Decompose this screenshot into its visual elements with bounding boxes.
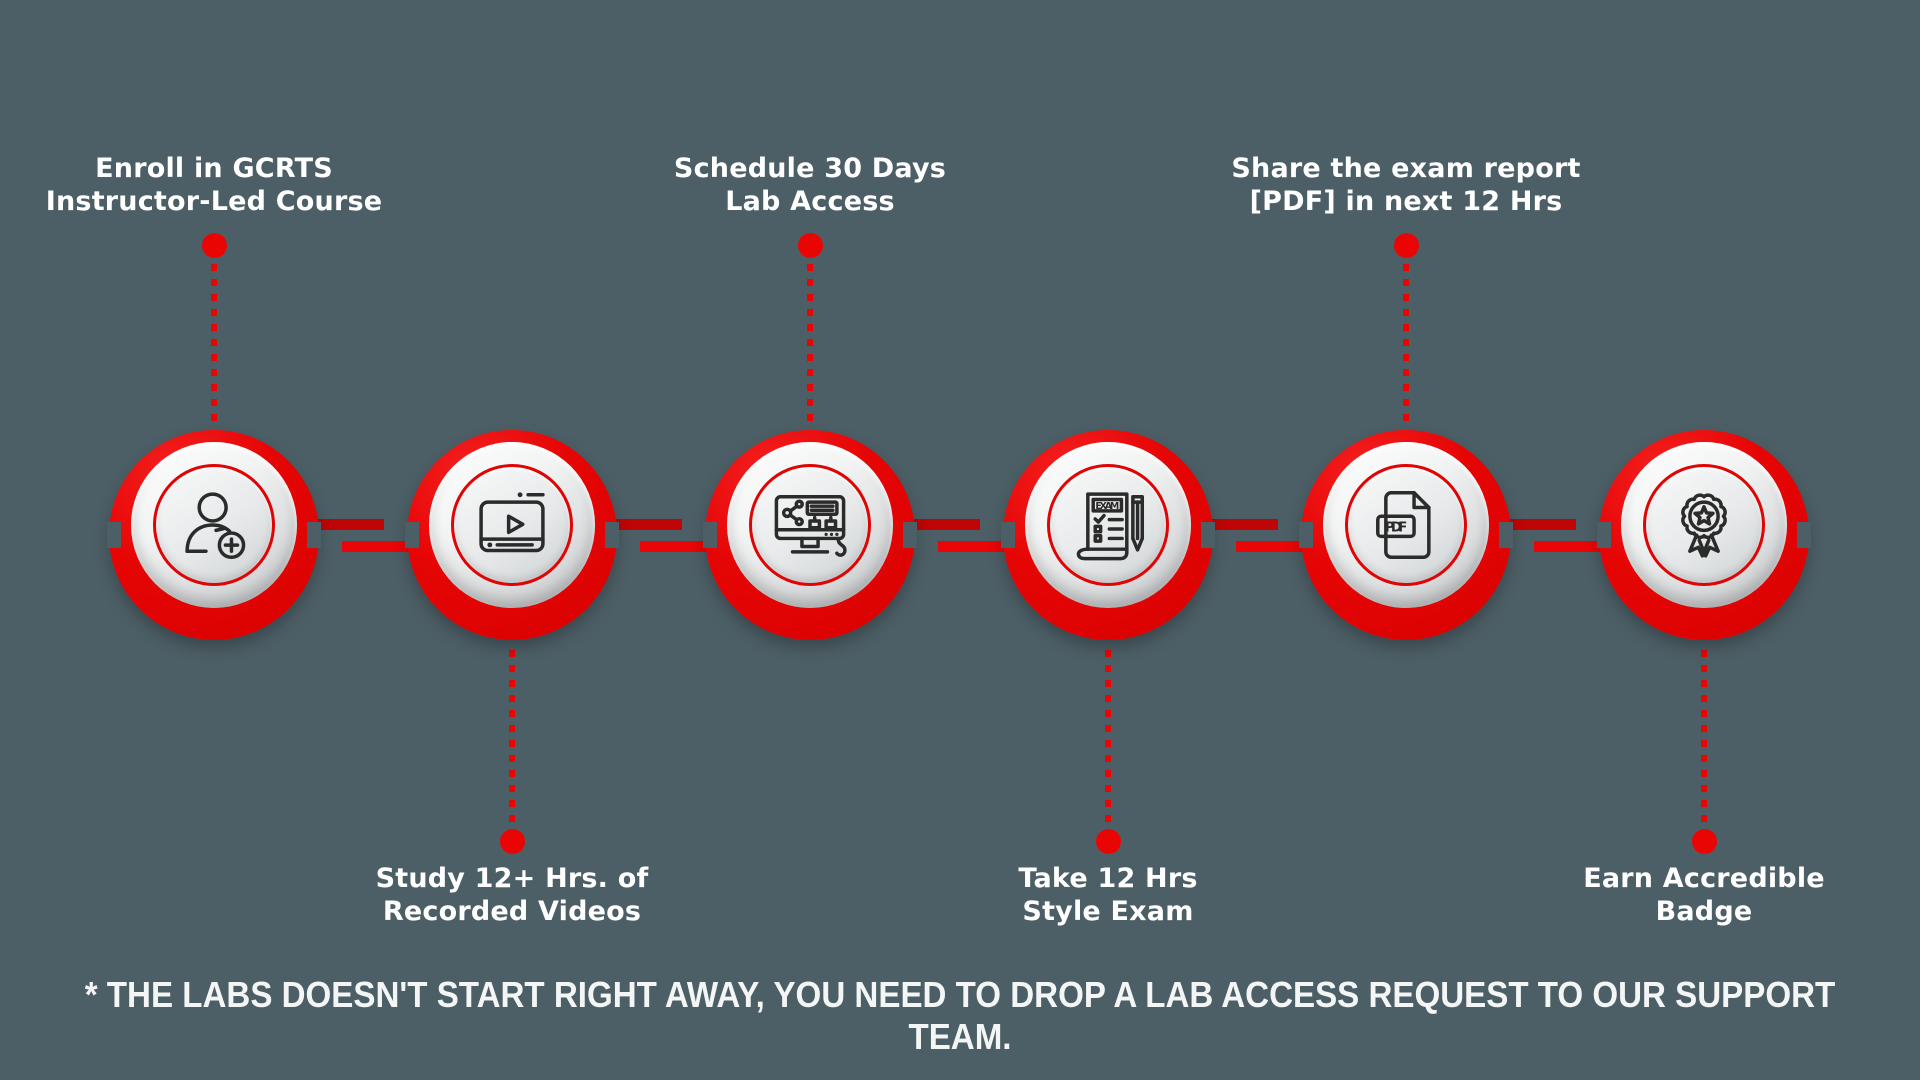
step-2-label: Study 12+ Hrs. of Recorded Videos xyxy=(292,862,732,944)
inner-disc xyxy=(1643,464,1765,586)
exam-icon-text: EXAM xyxy=(1095,501,1119,512)
step-4-label: Take 12 Hrs Style Exam xyxy=(888,862,1328,944)
dotted-connector xyxy=(807,264,813,424)
video-player-icon xyxy=(469,482,555,568)
step-label-line: Enroll in GCRTS xyxy=(95,153,333,184)
connector-bar xyxy=(938,541,1006,552)
award-badge-icon xyxy=(1661,482,1747,568)
step-1-label: Enroll in GCRTS Instructor-Led Course xyxy=(0,136,434,218)
step-label-line: Recorded Videos xyxy=(382,896,642,927)
lab-computer-icon xyxy=(767,482,853,568)
inner-disc xyxy=(451,464,573,586)
lab-access-footnote: * THE LABS DOESN'T START RIGHT AWAY, YOU… xyxy=(84,974,1836,1057)
step-label-line: Style Exam xyxy=(1022,896,1194,927)
step-6-label: Earn Accredible Badge xyxy=(1484,862,1920,944)
pdf-icon-text: PDF xyxy=(1385,520,1408,535)
connector-dot xyxy=(1394,233,1419,258)
inner-disc xyxy=(153,464,275,586)
connector-dot xyxy=(798,233,823,258)
ring-notch xyxy=(1299,522,1313,548)
dotted-connector xyxy=(509,650,515,822)
connector-bar xyxy=(612,519,682,530)
connector-dot xyxy=(500,829,525,854)
step-label-line: Share the exam report xyxy=(1231,153,1581,184)
step-label-line: Schedule 30 Days xyxy=(673,153,947,184)
ring-notch xyxy=(1597,522,1611,548)
inner-disc xyxy=(1345,464,1467,586)
step-3-label: Schedule 30 Days Lab Access xyxy=(590,136,1030,218)
ring-notch xyxy=(605,522,619,548)
connector-dot xyxy=(1692,829,1717,854)
step-6-circle xyxy=(1597,430,1811,640)
dotted-connector xyxy=(211,264,217,424)
connector-bar xyxy=(1236,541,1304,552)
dotted-connector xyxy=(1105,650,1111,822)
ring-notch xyxy=(107,522,121,548)
inner-disc xyxy=(1047,464,1169,586)
connector-bar xyxy=(640,541,708,552)
step-label-line: Lab Access xyxy=(725,186,895,217)
step-label-line: Study 12+ Hrs. of xyxy=(375,863,649,894)
connector-bar xyxy=(910,519,980,530)
connector-bar xyxy=(1506,519,1576,530)
connector-dot xyxy=(202,233,227,258)
step-2-circle xyxy=(405,430,619,640)
dotted-connector xyxy=(1403,264,1409,424)
connector-dot xyxy=(1096,829,1121,854)
connector-bar xyxy=(342,541,410,552)
step-label-line: Badge xyxy=(1655,896,1753,927)
pdf-file-icon: PDF xyxy=(1363,482,1449,568)
ring-notch xyxy=(405,522,419,548)
ring-notch xyxy=(703,522,717,548)
step-4-circle: EXAM xyxy=(1001,430,1215,640)
step-label-line: Take 12 Hrs xyxy=(1018,863,1198,894)
add-user-icon xyxy=(171,482,257,568)
ring-notch xyxy=(1001,522,1015,548)
step-label-line: [PDF] in next 12 Hrs xyxy=(1249,186,1563,217)
dotted-connector xyxy=(1701,650,1707,822)
step-label-line: Instructor-Led Course xyxy=(45,186,383,217)
ring-notch xyxy=(307,522,321,548)
ring-notch xyxy=(1797,522,1811,548)
step-1-circle xyxy=(107,430,321,640)
connector-bar xyxy=(314,519,384,530)
exam-sheet-icon: EXAM xyxy=(1065,482,1151,568)
step-3-circle xyxy=(703,430,917,640)
ring-notch xyxy=(1499,522,1513,548)
step-5-circle: PDF xyxy=(1299,430,1513,640)
ring-notch xyxy=(903,522,917,548)
step-label-line: Earn Accredible xyxy=(1583,863,1825,894)
step-5-label: Share the exam report [PDF] in next 12 H… xyxy=(1186,136,1626,218)
connector-bar xyxy=(1208,519,1278,530)
connector-bar xyxy=(1534,541,1602,552)
ring-notch xyxy=(1201,522,1215,548)
